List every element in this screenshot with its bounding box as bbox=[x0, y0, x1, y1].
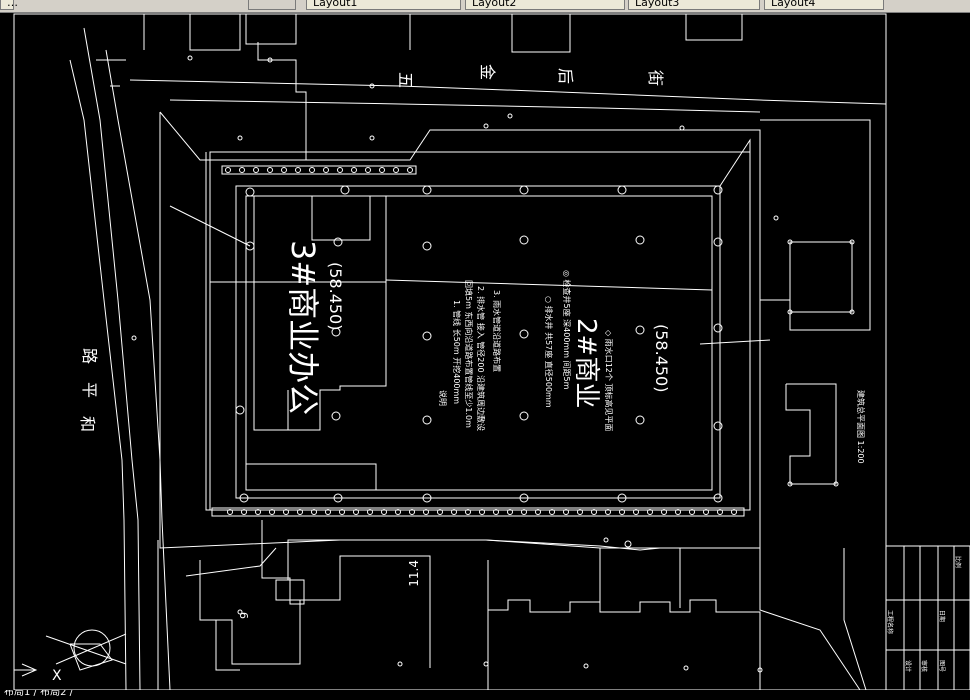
street-label-char4: 街 bbox=[646, 70, 665, 86]
note-3: 2. 排水管 接入 管径200 沿建筑周边敷设 bbox=[476, 286, 486, 431]
sheet-border bbox=[13, 13, 887, 691]
notes-title: 说明 bbox=[438, 390, 448, 406]
tab-layout1[interactable]: Layout1 bbox=[306, 0, 461, 10]
title-block-line2: 设计 bbox=[904, 660, 912, 672]
layout-tab-bar: … Layout1 Layout2 Layout3 Layout4 bbox=[0, 0, 970, 13]
title-block-line3: 审核 bbox=[920, 660, 928, 672]
cad-drawing-canvas[interactable]: 五 金 后 街 和 平 路 3#商业办公 (58.450) 2#商业 (58.4… bbox=[0, 12, 970, 696]
building-2-title: 2#商业 bbox=[571, 318, 601, 408]
road-label-char1: 和 bbox=[78, 416, 97, 432]
road-label-char2: 平 bbox=[80, 382, 99, 398]
note-5: ○ 排水井 共57座 直径500mm bbox=[544, 296, 554, 408]
tab-layout3[interactable]: Layout3 bbox=[628, 0, 760, 10]
road-edge-west bbox=[69, 59, 127, 691]
tab-layout4[interactable]: Layout4 bbox=[764, 0, 884, 10]
column-markers bbox=[235, 185, 723, 503]
note-1: 1. 管线 长50m 开挖400mm bbox=[452, 300, 462, 404]
street-label-char1: 五 bbox=[396, 72, 415, 88]
building-3-elevation: (58.450) bbox=[326, 262, 345, 330]
dimension-6: 6 bbox=[237, 612, 250, 619]
drawing-caption: 建筑总平面图 1:200 bbox=[856, 390, 866, 464]
dimension-11-4: 11.4 bbox=[407, 560, 421, 587]
site-plan-svg: 五 金 后 街 和 平 路 3#商业办公 (58.450) 2#商业 (58.4… bbox=[13, 13, 970, 691]
note-7: ◇ 雨水口12个 顶标高见平面 bbox=[604, 330, 614, 431]
street-label-char3: 后 bbox=[556, 68, 575, 84]
toolbar-icons[interactable] bbox=[248, 0, 296, 10]
tab-model[interactable]: … bbox=[0, 0, 18, 10]
fence-markers-south bbox=[227, 509, 737, 515]
road-label-char3: 路 bbox=[80, 348, 99, 364]
note-6: ◎ 检查井5座 深400mm 间距5m bbox=[562, 270, 572, 390]
fence-markers-north bbox=[225, 167, 413, 173]
building-3-title: 3#商业办公 bbox=[284, 240, 322, 415]
building-2-elevation: (58.450) bbox=[652, 324, 671, 392]
bottom-tab-labels: 布局1 / 布局2 / bbox=[4, 690, 73, 698]
street-label-char2: 金 bbox=[478, 64, 497, 80]
title-block-line5: 比例 bbox=[954, 556, 962, 568]
title-block-line4: 图号 bbox=[938, 660, 945, 672]
compass-x-label: X bbox=[52, 668, 62, 684]
note-2: 回填5m 东西向沿道路布置管线至少1.0m bbox=[464, 280, 474, 428]
title-block-line1: 工程名称 bbox=[886, 610, 894, 634]
tab-layout2[interactable]: Layout2 bbox=[465, 0, 625, 10]
note-4: 3. 雨水管道沿道路布置 bbox=[492, 290, 502, 372]
layout-tabs-bottom[interactable]: 布局1 / 布局2 / bbox=[0, 690, 970, 698]
title-block-line6: 日期 bbox=[938, 610, 946, 622]
